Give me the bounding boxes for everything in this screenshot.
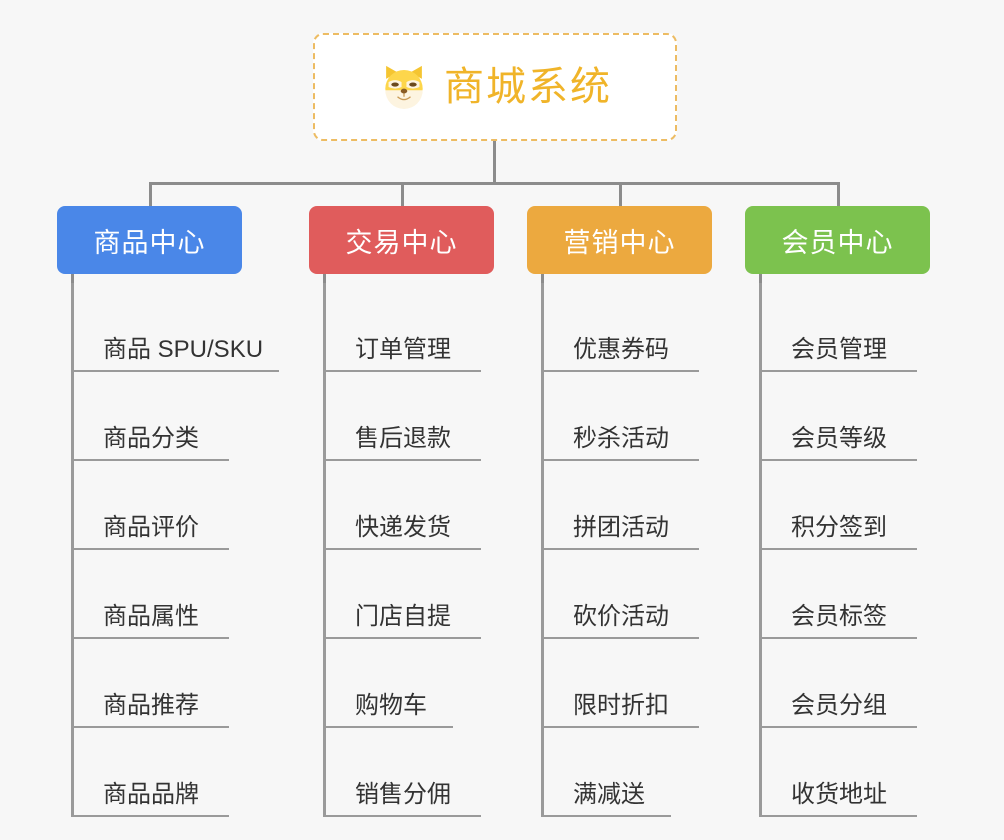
category-header-marketing[interactable]: 营销中心	[527, 206, 712, 274]
spine-link-connector-1	[71, 274, 74, 286]
leaf-item[interactable]: 销售分佣	[323, 728, 481, 817]
leaf-item-label: 门店自提	[355, 603, 451, 631]
leaf-item[interactable]: 积分签到	[759, 461, 917, 550]
leaf-item[interactable]: 会员管理	[759, 283, 917, 372]
leaf-spine	[759, 283, 762, 817]
leaf-item[interactable]: 收货地址	[759, 728, 917, 817]
leaf-item[interactable]: 会员标签	[759, 550, 917, 639]
leaf-item[interactable]: 优惠券码	[541, 283, 699, 372]
leaf-item[interactable]: 售后退款	[323, 372, 481, 461]
leaf-item[interactable]: 商品品牌	[71, 728, 229, 817]
leaf-item[interactable]: 商品评价	[71, 461, 229, 550]
leaf-item-label: 秒杀活动	[573, 425, 669, 453]
leaf-item[interactable]: 会员分组	[759, 639, 917, 728]
horizontal-bus-connector	[150, 182, 840, 185]
leaf-item[interactable]: 门店自提	[323, 550, 481, 639]
leaf-item-label: 砍价活动	[573, 603, 669, 631]
leaf-item-label: 商品推荐	[103, 692, 199, 720]
leaf-item-label: 商品评价	[103, 514, 199, 542]
leaf-item[interactable]: 商品分类	[71, 372, 229, 461]
leaf-item-label: 商品属性	[103, 603, 199, 631]
leaf-item-label: 会员等级	[791, 425, 887, 453]
drop-connector-4	[837, 182, 840, 206]
spine-link-connector-4	[759, 274, 762, 286]
drop-connector-2	[401, 182, 404, 206]
leaf-item[interactable]: 砍价活动	[541, 550, 699, 639]
leaf-column-trade: 订单管理 售后退款 快递发货 门店自提 购物车 销售分佣	[323, 283, 481, 817]
leaf-item-label: 商品 SPU/SKU	[103, 336, 264, 364]
leaf-column-product: 商品 SPU/SKU 商品分类 商品评价 商品属性 商品推荐 商品品牌	[71, 283, 279, 817]
leaf-spine	[323, 283, 326, 817]
leaf-item-label: 快递发货	[355, 514, 451, 542]
drop-connector-1	[149, 182, 152, 206]
leaf-column-member: 会员管理 会员等级 积分签到 会员标签 会员分组 收货地址	[759, 283, 917, 817]
drop-connector-3	[619, 182, 622, 206]
leaf-item[interactable]: 商品属性	[71, 550, 229, 639]
leaf-item-label: 会员标签	[791, 603, 887, 631]
leaf-item[interactable]: 拼团活动	[541, 461, 699, 550]
leaf-spine	[541, 283, 544, 817]
leaf-spine	[71, 283, 74, 817]
leaf-item-label: 售后退款	[355, 425, 451, 453]
leaf-item[interactable]: 商品推荐	[71, 639, 229, 728]
leaf-column-marketing: 优惠券码 秒杀活动 拼团活动 砍价活动 限时折扣 满减送	[541, 283, 699, 817]
category-header-label: 商品中心	[93, 227, 206, 258]
spine-link-connector-2	[323, 274, 326, 286]
leaf-item[interactable]: 秒杀活动	[541, 372, 699, 461]
leaf-item-label: 优惠券码	[573, 336, 669, 364]
leaf-item-label: 商品分类	[103, 425, 199, 453]
leaf-item-label: 积分签到	[791, 514, 887, 542]
leaf-item-label: 订单管理	[355, 336, 451, 364]
leaf-item[interactable]: 订单管理	[323, 283, 481, 372]
leaf-item[interactable]: 快递发货	[323, 461, 481, 550]
leaf-item-label: 满减送	[573, 781, 645, 809]
shiba-dog-face-icon	[378, 61, 430, 113]
leaf-item-label: 商品品牌	[103, 781, 199, 809]
leaf-item-label: 限时折扣	[573, 692, 669, 720]
leaf-item-label: 会员管理	[791, 336, 887, 364]
root-title: 商城系统	[444, 65, 612, 109]
category-header-label: 营销中心	[563, 227, 676, 258]
root-node[interactable]: 商城系统	[313, 33, 677, 141]
leaf-item[interactable]: 满减送	[541, 728, 671, 817]
leaf-item-label: 会员分组	[791, 692, 887, 720]
category-header-product[interactable]: 商品中心	[57, 206, 242, 274]
leaf-item[interactable]: 限时折扣	[541, 639, 699, 728]
spine-link-connector-3	[541, 274, 544, 286]
category-header-label: 会员中心	[781, 227, 894, 258]
root-stem-connector	[493, 141, 496, 184]
category-header-member[interactable]: 会员中心	[745, 206, 930, 274]
leaf-item-label: 销售分佣	[355, 781, 451, 809]
category-header-label: 交易中心	[345, 227, 458, 258]
leaf-item[interactable]: 会员等级	[759, 372, 917, 461]
leaf-item-label: 拼团活动	[573, 514, 669, 542]
leaf-item-label: 购物车	[355, 692, 427, 720]
leaf-item[interactable]: 商品 SPU/SKU	[71, 283, 279, 372]
category-header-trade[interactable]: 交易中心	[309, 206, 494, 274]
leaf-item-label: 收货地址	[791, 781, 887, 809]
leaf-item[interactable]: 购物车	[323, 639, 453, 728]
